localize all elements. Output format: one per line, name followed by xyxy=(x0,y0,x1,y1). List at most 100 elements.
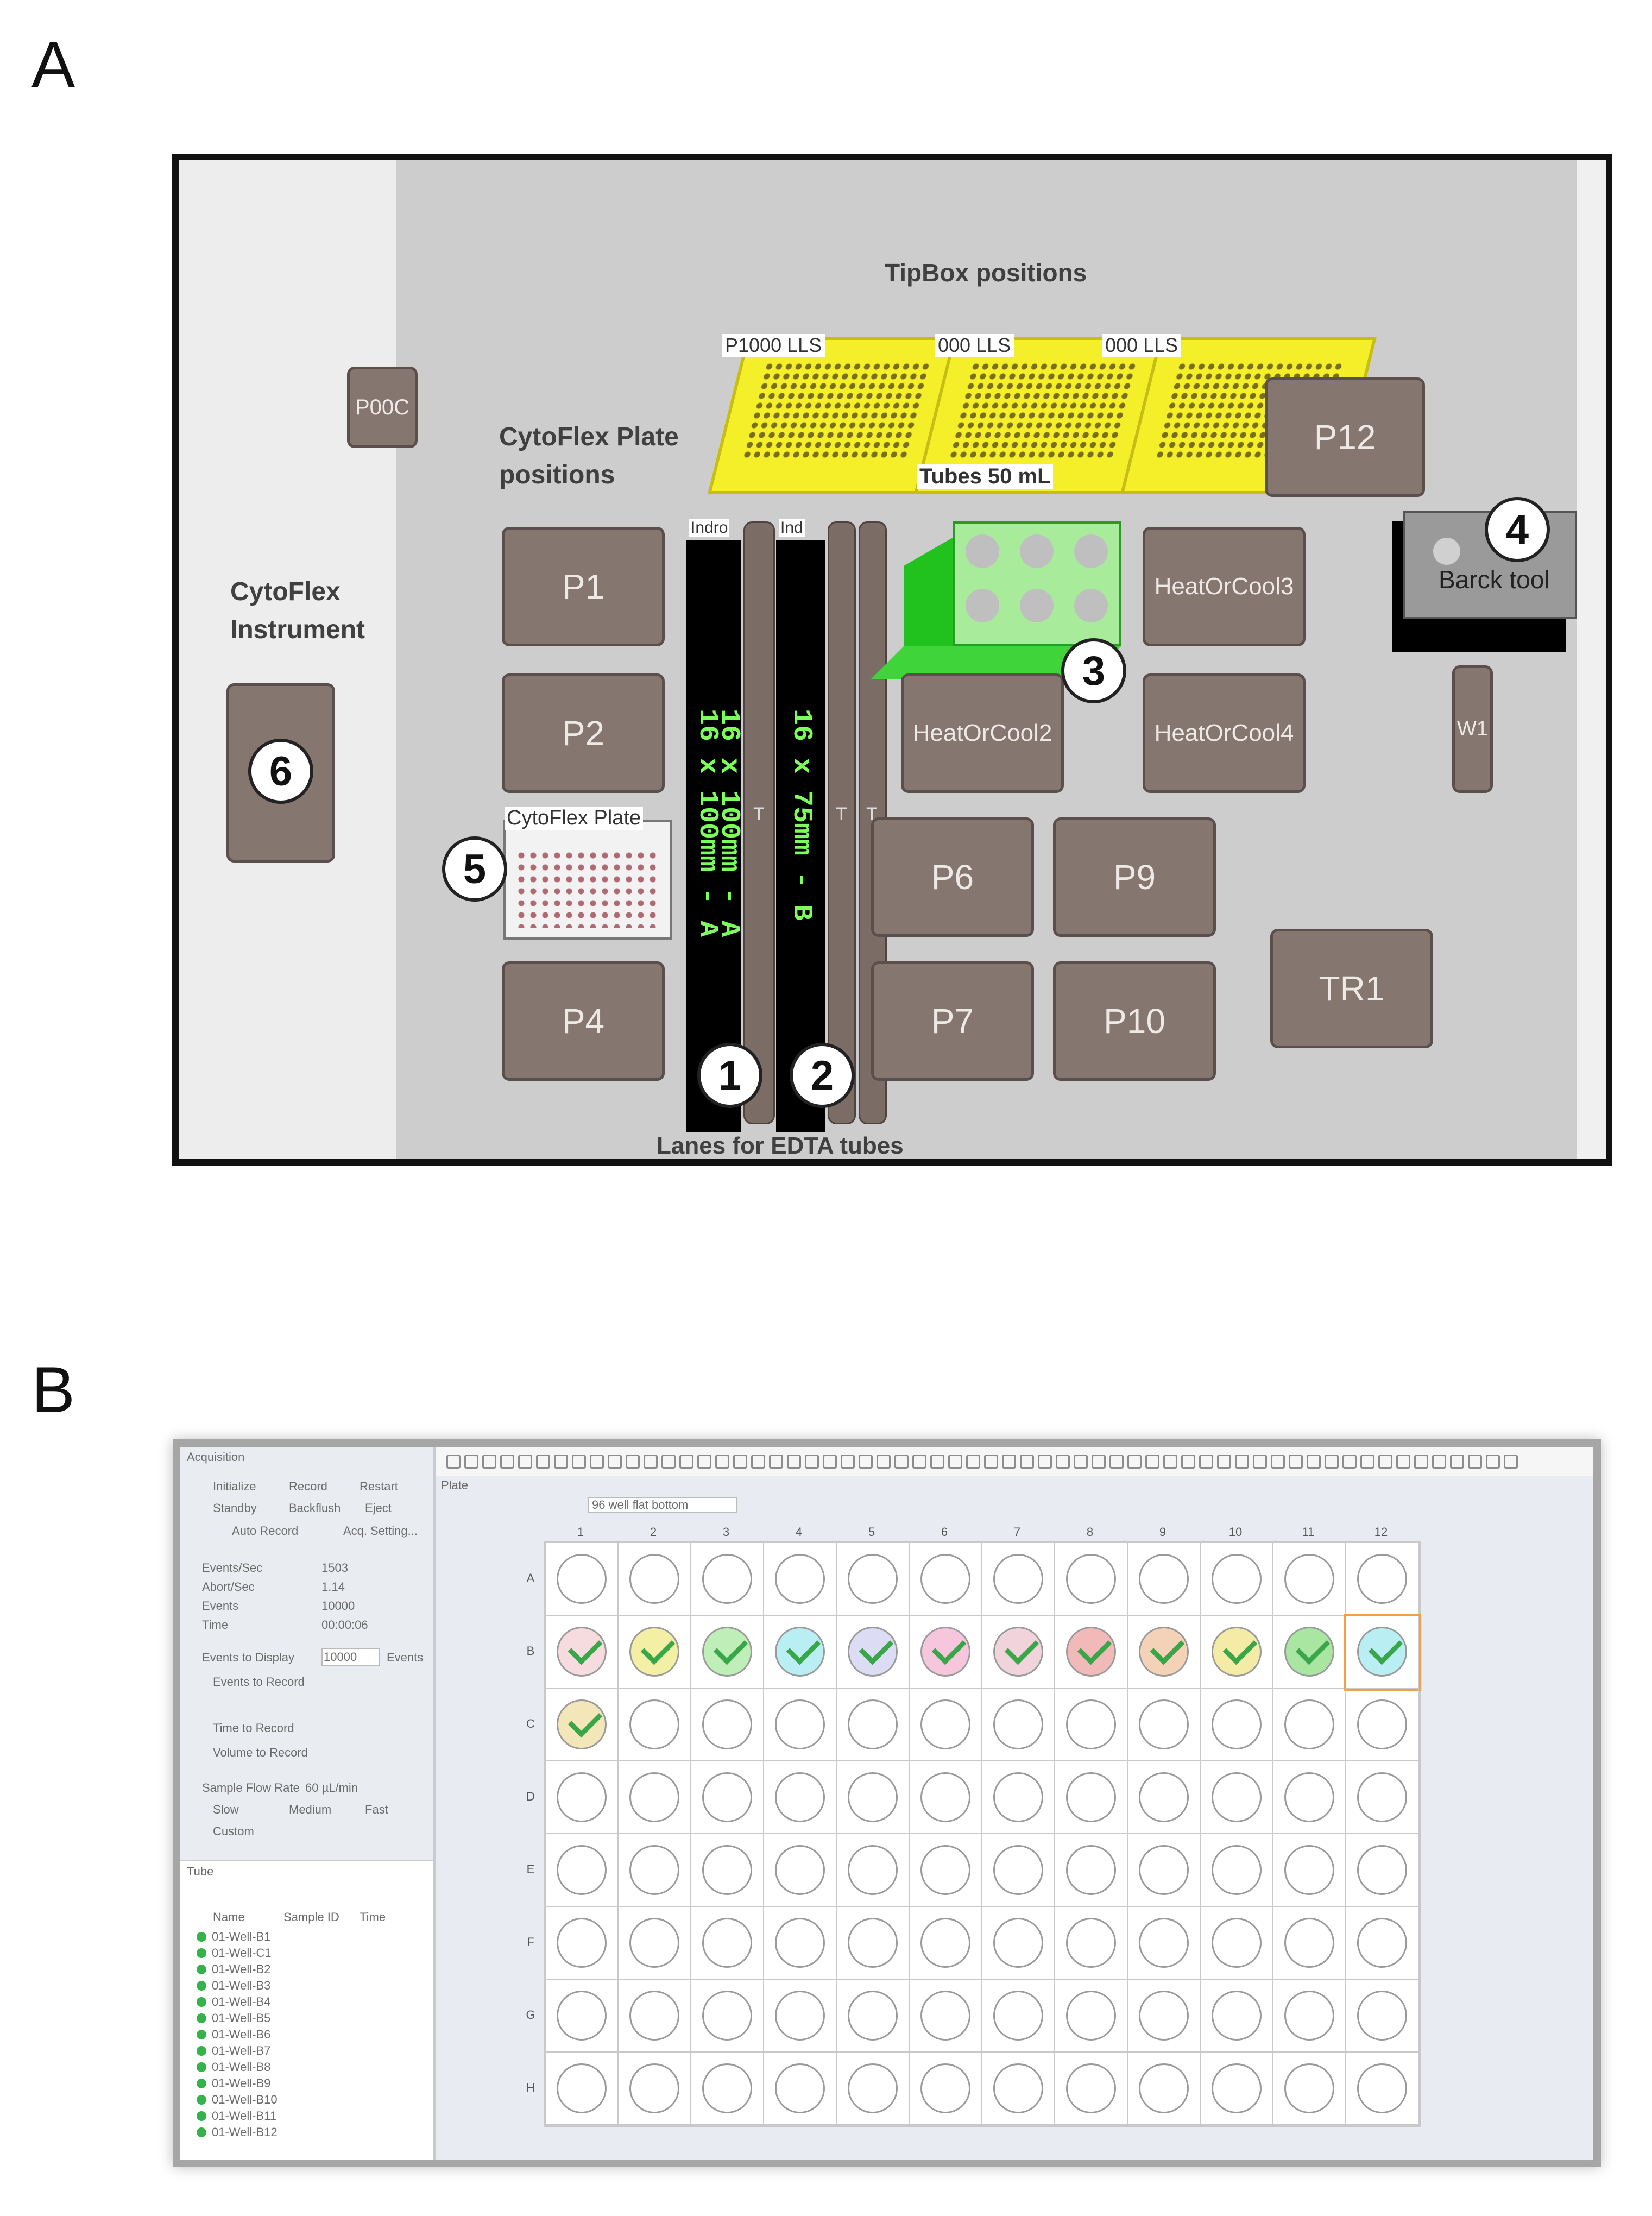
well-H6[interactable] xyxy=(910,2053,982,2125)
tube-list-item[interactable]: 01-Well-B3 xyxy=(197,1978,270,1993)
well-F1[interactable] xyxy=(546,1907,619,1980)
well-B8[interactable] xyxy=(1055,1616,1128,1689)
toolbar-tool-icon[interactable] xyxy=(1235,1455,1249,1469)
well-B12[interactable] xyxy=(1344,1614,1421,1691)
well-E3[interactable] xyxy=(691,1834,764,1907)
toolbar-tool-icon[interactable] xyxy=(1217,1455,1231,1469)
toolbar-tool-icon[interactable] xyxy=(1307,1455,1321,1469)
well-B10[interactable] xyxy=(1201,1616,1273,1689)
tube-list-item[interactable]: 01-Well-C1 xyxy=(197,1946,272,1961)
well-E5[interactable] xyxy=(837,1834,910,1907)
well-E1[interactable] xyxy=(546,1834,619,1907)
well-C12[interactable] xyxy=(1346,1689,1419,1761)
well-G7[interactable] xyxy=(982,1980,1055,2053)
well-C9[interactable] xyxy=(1128,1689,1201,1761)
well-E6[interactable] xyxy=(910,1834,982,1907)
toolbar-tool-icon[interactable] xyxy=(1378,1455,1392,1469)
toolbar-tool-icon[interactable] xyxy=(518,1455,532,1469)
well-H4[interactable] xyxy=(764,2053,837,2125)
restart-button[interactable]: Restart xyxy=(360,1480,398,1493)
toolbar-tool-icon[interactable] xyxy=(1253,1455,1267,1469)
tube-list-item[interactable]: 01-Well-B12 xyxy=(197,2125,278,2140)
toolbar-tool-icon[interactable] xyxy=(1504,1455,1518,1469)
lane-a-rail[interactable] xyxy=(743,521,775,1124)
toolbar-tool-icon[interactable] xyxy=(1289,1455,1303,1469)
initialize-button[interactable]: Initialize xyxy=(213,1480,256,1493)
well-C10[interactable] xyxy=(1201,1689,1273,1761)
well-G3[interactable] xyxy=(691,1980,764,2053)
well-B3[interactable] xyxy=(691,1616,764,1689)
tube-list-item[interactable]: 01-Well-B9 xyxy=(197,2076,270,2091)
toolbar-tool-icon[interactable] xyxy=(1432,1455,1446,1469)
well-G1[interactable] xyxy=(546,1980,619,2053)
well-H3[interactable] xyxy=(691,2053,764,2125)
well-B1[interactable] xyxy=(546,1616,619,1689)
volume-to-record-option[interactable]: Volume to Record xyxy=(213,1746,308,1759)
position-p10[interactable]: P10 xyxy=(1053,961,1216,1081)
well-C8[interactable] xyxy=(1055,1689,1128,1761)
well-C2[interactable] xyxy=(619,1689,691,1761)
well-A7[interactable] xyxy=(982,1543,1055,1616)
position-p4[interactable]: P4 xyxy=(502,961,665,1081)
position-p2[interactable]: P2 xyxy=(502,673,665,793)
position-p7[interactable]: P7 xyxy=(871,961,1034,1081)
time-to-record-option[interactable]: Time to Record xyxy=(213,1721,294,1735)
position-heatorcool4[interactable]: HeatOrCool4 xyxy=(1143,673,1306,793)
toolbar-tool-icon[interactable] xyxy=(769,1455,783,1469)
toolbar-tool-icon[interactable] xyxy=(1127,1455,1142,1469)
toolbar-tool-icon[interactable] xyxy=(948,1455,962,1469)
toolbar-tool-icon[interactable] xyxy=(1271,1455,1285,1469)
well-A4[interactable] xyxy=(764,1543,837,1616)
toolbar-tool-icon[interactable] xyxy=(1109,1455,1124,1469)
toolbar-tool-icon[interactable] xyxy=(859,1455,873,1469)
well-F9[interactable] xyxy=(1128,1907,1201,1980)
well-D4[interactable] xyxy=(764,1761,837,1834)
toolbar-tool-icon[interactable] xyxy=(464,1455,478,1469)
toolbar-tool-icon[interactable] xyxy=(894,1455,909,1469)
flow-fast-radio[interactable]: Fast xyxy=(365,1803,388,1816)
position-p6[interactable]: P6 xyxy=(871,817,1034,937)
well-E7[interactable] xyxy=(982,1834,1055,1907)
well-H7[interactable] xyxy=(982,2053,1055,2125)
well-B2[interactable] xyxy=(619,1616,691,1689)
well-E11[interactable] xyxy=(1273,1834,1346,1907)
backflush-button[interactable]: Backflush xyxy=(289,1501,341,1515)
toolbar-tool-icon[interactable] xyxy=(590,1455,604,1469)
well-C6[interactable] xyxy=(910,1689,982,1761)
well-A6[interactable] xyxy=(910,1543,982,1616)
well-D5[interactable] xyxy=(837,1761,910,1834)
flow-custom-radio[interactable]: Custom xyxy=(213,1824,254,1838)
well-G9[interactable] xyxy=(1128,1980,1201,2053)
well-B4[interactable] xyxy=(764,1616,837,1689)
well-A11[interactable] xyxy=(1273,1543,1346,1616)
well-B11[interactable] xyxy=(1273,1616,1346,1689)
toolbar-tool-icon[interactable] xyxy=(1092,1455,1106,1469)
standby-button[interactable]: Standby xyxy=(213,1501,257,1515)
toolbar-tool-icon[interactable] xyxy=(1145,1455,1159,1469)
well-H9[interactable] xyxy=(1128,2053,1201,2125)
well-C3[interactable] xyxy=(691,1689,764,1761)
cytoflex-plate[interactable] xyxy=(503,820,672,940)
tube-list-item[interactable]: 01-Well-B1 xyxy=(197,1929,270,1944)
toolbar-tool-icon[interactable] xyxy=(572,1455,586,1469)
toolbar-tool-icon[interactable] xyxy=(1181,1455,1195,1469)
toolbar-tool-icon[interactable] xyxy=(697,1455,711,1469)
well-A12[interactable] xyxy=(1346,1543,1419,1616)
toolbar-tool-icon[interactable] xyxy=(1002,1455,1016,1469)
toolbar-tool-icon[interactable] xyxy=(715,1455,729,1469)
tube-list-item[interactable]: 01-Well-B2 xyxy=(197,1962,270,1977)
toolbar-tool-icon[interactable] xyxy=(984,1455,998,1469)
toolbar-tool-icon[interactable] xyxy=(1342,1455,1357,1469)
well-E10[interactable] xyxy=(1201,1834,1273,1907)
toolbar-tool-icon[interactable] xyxy=(1020,1455,1034,1469)
toolbar-tool-icon[interactable] xyxy=(1074,1455,1088,1469)
well-G4[interactable] xyxy=(764,1980,837,2053)
well-F5[interactable] xyxy=(837,1907,910,1980)
well-H11[interactable] xyxy=(1273,2053,1346,2125)
well-D12[interactable] xyxy=(1346,1761,1419,1834)
well-F12[interactable] xyxy=(1346,1907,1419,1980)
toolbar-tool-icon[interactable] xyxy=(733,1455,747,1469)
toolbar-tool-icon[interactable] xyxy=(482,1455,496,1469)
toolbar-tool-icon[interactable] xyxy=(626,1455,640,1469)
well-A1[interactable] xyxy=(546,1543,619,1616)
